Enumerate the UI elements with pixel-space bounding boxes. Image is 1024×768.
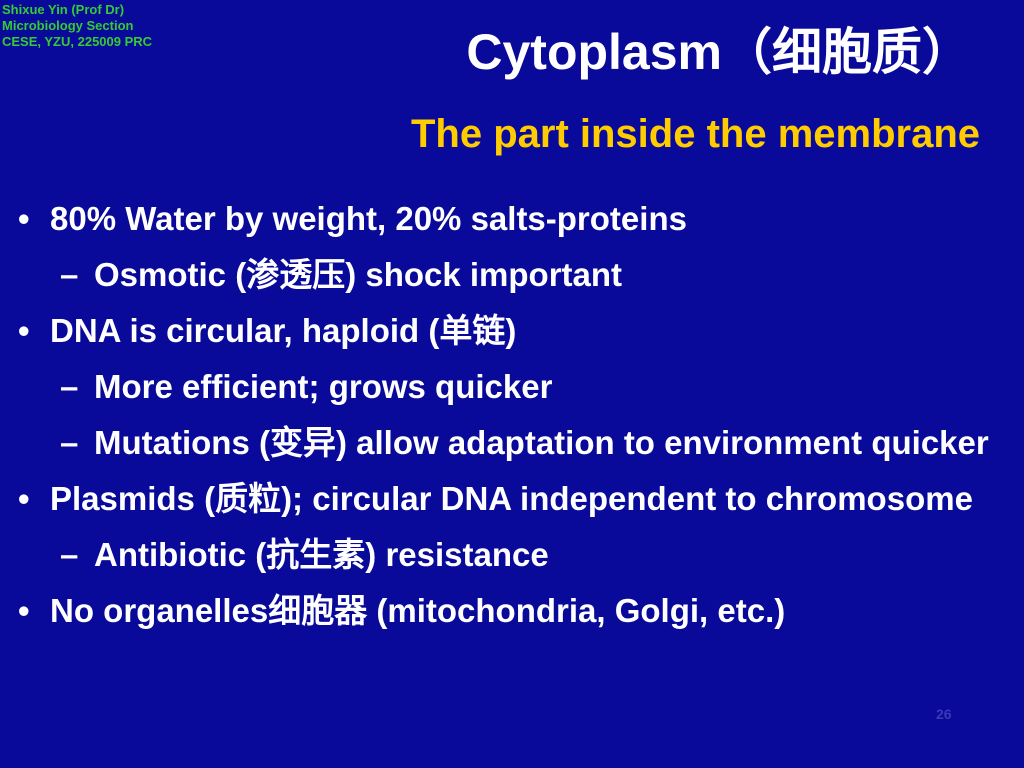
author-section: Microbiology Section <box>2 18 134 33</box>
slide-subtitle: The part inside the membrane <box>410 112 980 156</box>
author-name: Shixue Yin (Prof Dr) <box>2 2 125 17</box>
bullet-marker: • <box>18 480 30 517</box>
sub-bullet-text: Antibiotic (抗生素) resistance <box>94 536 549 573</box>
bullet-item: • DNA is circular, haploid (单链) <box>14 308 1004 354</box>
sub-bullet-text: More efficient; grows quicker <box>94 368 553 405</box>
dash-marker: – <box>60 368 79 405</box>
bullet-text: Plasmids (质粒); circular DNA independent … <box>50 480 973 517</box>
sub-bullet-item: – Mutations (变异) allow adaptation to env… <box>14 420 1004 466</box>
bullet-item: • 80% Water by weight, 20% salts-protein… <box>14 196 1004 242</box>
dash-marker: – <box>60 536 79 573</box>
bullet-marker: • <box>18 200 30 237</box>
author-affiliation: CESE, YZU, 225009 PRC <box>2 34 153 49</box>
sub-bullet-item: – More efficient; grows quicker <box>14 364 1004 410</box>
bullet-text: DNA is circular, haploid (单链) <box>50 312 517 349</box>
dash-marker: – <box>60 256 79 293</box>
bullet-item: • Plasmids (质粒); circular DNA independen… <box>14 476 1004 522</box>
author-credit: Shixue Yin (Prof Dr) Microbiology Sectio… <box>2 2 152 50</box>
sub-bullet-item: – Osmotic (渗透压) shock important <box>14 252 1004 298</box>
bullet-text: No organelles细胞器 (mitochondria, Golgi, e… <box>50 592 786 629</box>
bullet-list: • 80% Water by weight, 20% salts-protein… <box>14 196 1004 634</box>
dash-marker: – <box>60 424 79 461</box>
bullet-item: • No organelles细胞器 (mitochondria, Golgi,… <box>14 588 1004 634</box>
sub-bullet-item: – Antibiotic (抗生素) resistance <box>14 532 1004 578</box>
bullet-marker: • <box>18 592 30 629</box>
page-number: 26 <box>936 706 952 722</box>
slide-title: Cytoplasm（细胞质） <box>466 24 972 80</box>
sub-bullet-text: Mutations (变异) allow adaptation to envir… <box>94 424 989 461</box>
bullet-text: 80% Water by weight, 20% salts-proteins <box>50 200 687 237</box>
sub-bullet-text: Osmotic (渗透压) shock important <box>94 256 623 293</box>
bullet-marker: • <box>18 312 30 349</box>
